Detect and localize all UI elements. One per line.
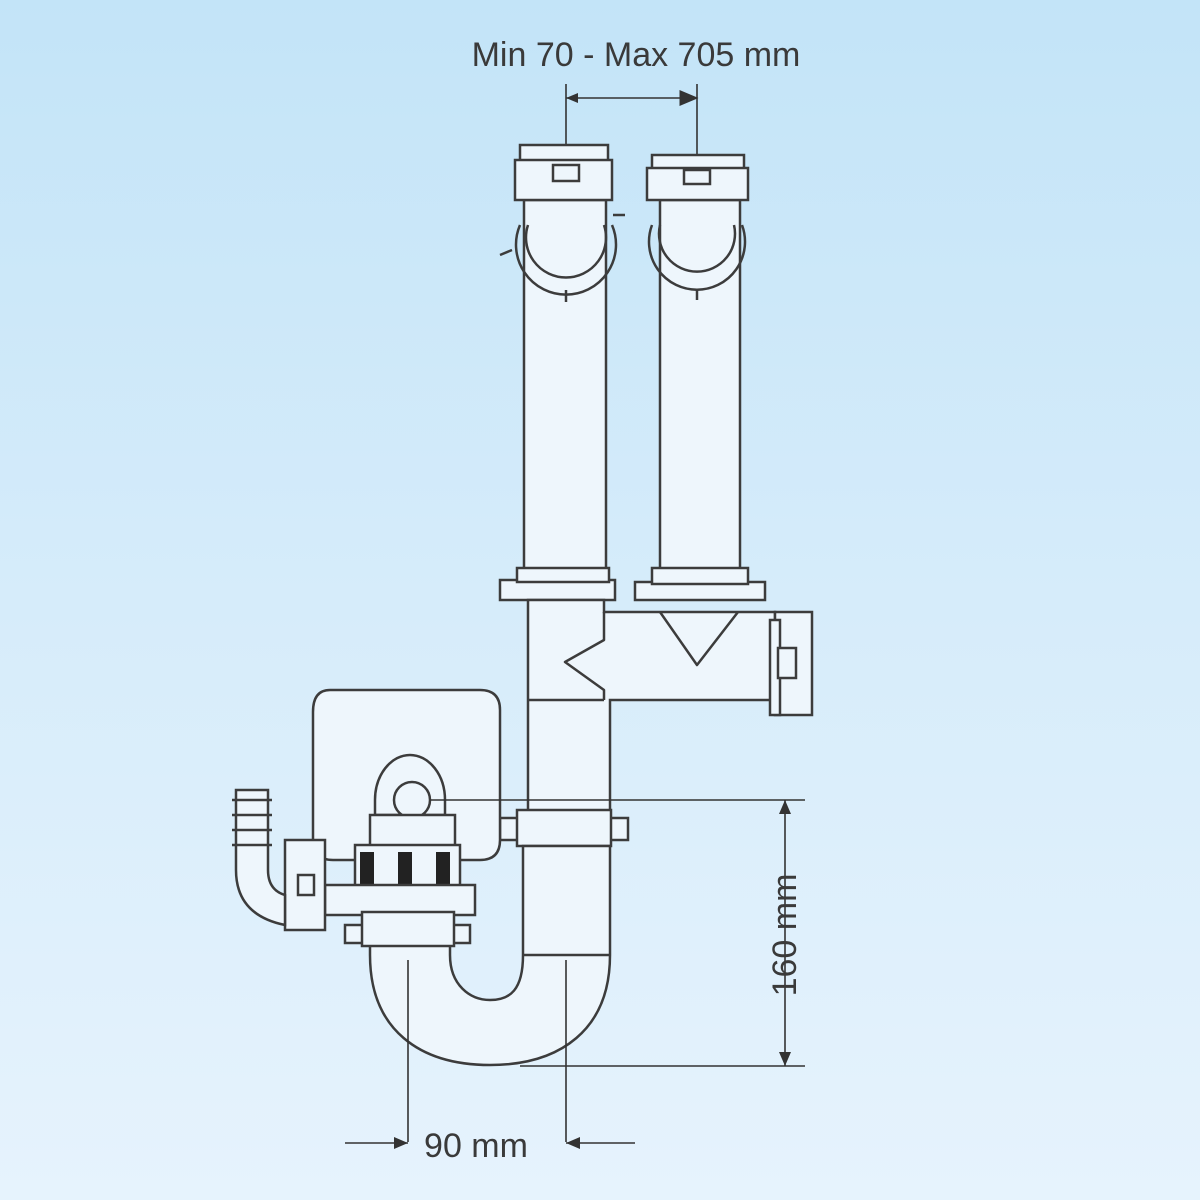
inlet-spacing-label: Min 70 - Max 705 mm — [472, 36, 801, 74]
height-dimension: 160 mm — [430, 799, 805, 1067]
offset-dimension: 90 mm — [345, 960, 635, 1165]
trap-bend — [368, 808, 630, 1067]
tee-body — [526, 598, 814, 832]
right-inlet — [633, 153, 767, 602]
height-label: 160 mm — [766, 874, 804, 997]
offset-label: 90 mm — [424, 1127, 528, 1165]
appliance-connection — [232, 688, 502, 948]
left-inlet — [498, 143, 625, 602]
